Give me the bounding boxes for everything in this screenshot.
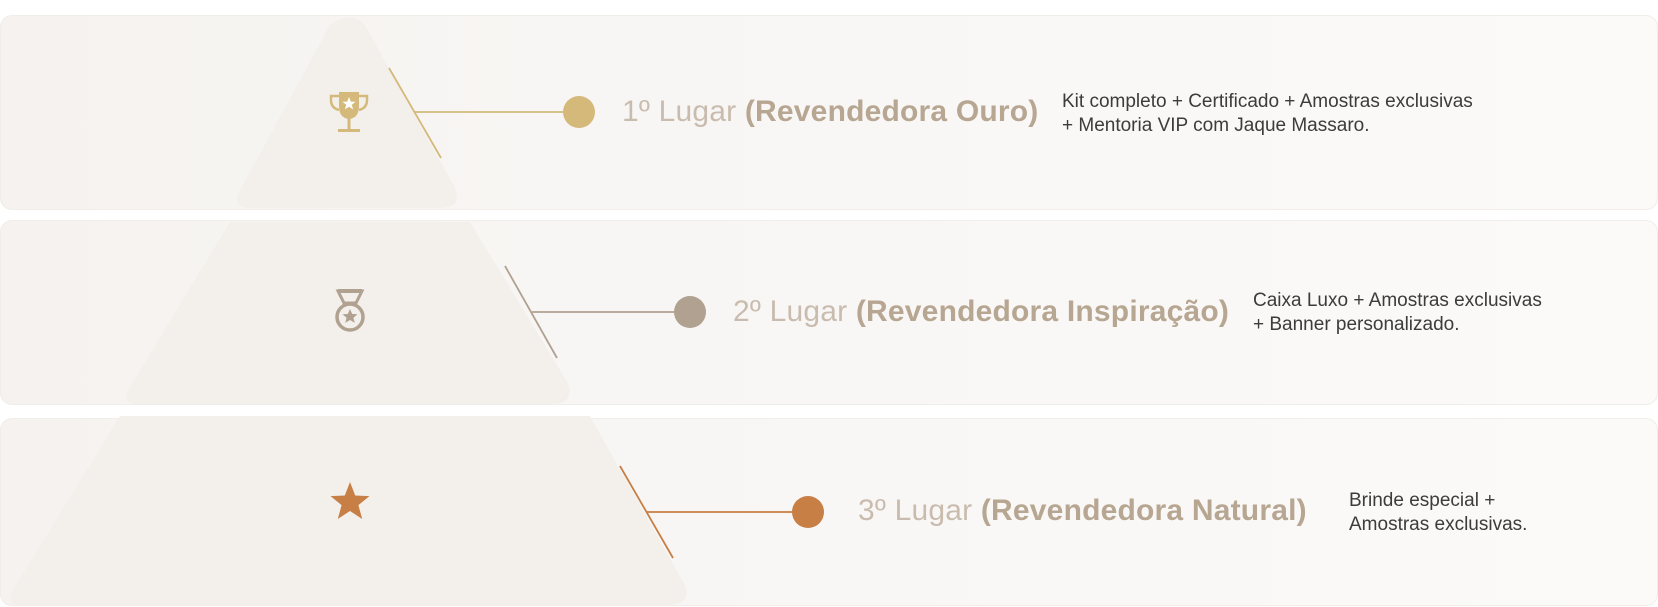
tier-2-description: Caixa Luxo + Amostras exclusivas + Banne… bbox=[1253, 289, 1542, 337]
tier-1-description: Kit completo + Certificado + Amostras ex… bbox=[1062, 90, 1473, 138]
medal-icon bbox=[335, 289, 365, 332]
tier-2-desc-line-2: + Banner personalizado. bbox=[1253, 314, 1460, 335]
tier-3-description: Brinde especial + Amostras exclusivas. bbox=[1349, 489, 1527, 537]
tier-3-role: (Revendedora Natural) bbox=[980, 494, 1307, 527]
tier-1-place: 1º Lugar bbox=[622, 95, 737, 128]
tier-2-slant-line bbox=[504, 265, 558, 359]
tier-3-dot bbox=[792, 496, 824, 528]
tier-1-desc-line-2: + Mentoria VIP com Jaque Massaro. bbox=[1062, 115, 1370, 136]
star-icon bbox=[330, 482, 370, 519]
tier-1-desc-line-1: Kit completo + Certificado + Amostras ex… bbox=[1062, 91, 1473, 112]
tier-3-title: 3º Lugar (Revendedora Natural) bbox=[858, 494, 1307, 528]
tier-3-desc-line-2: Amostras exclusivas. bbox=[1349, 514, 1528, 535]
tier-3-desc-line-1: Brinde especial + bbox=[1349, 490, 1496, 511]
pyramid-segment-2 bbox=[126, 222, 570, 404]
trophy-icon bbox=[329, 92, 369, 132]
tier-2-desc-line-1: Caixa Luxo + Amostras exclusivas bbox=[1253, 290, 1542, 311]
tier-1-title: 1º Lugar (Revendedora Ouro) bbox=[622, 95, 1039, 129]
tier-2-dot bbox=[674, 296, 706, 328]
tier-3-place: 3º Lugar bbox=[858, 494, 973, 527]
tier-2-role: (Revendedora Inspiração) bbox=[855, 295, 1230, 328]
tier-1-dot bbox=[563, 96, 595, 128]
tier-3-slant-line bbox=[619, 465, 674, 559]
tier-2-place: 2º Lugar bbox=[733, 295, 848, 328]
tier-1-slant-line bbox=[388, 67, 442, 159]
tier-1-role: (Revendedora Ouro) bbox=[744, 95, 1039, 128]
tier-2-title: 2º Lugar (Revendedora Inspiração) bbox=[733, 295, 1229, 329]
